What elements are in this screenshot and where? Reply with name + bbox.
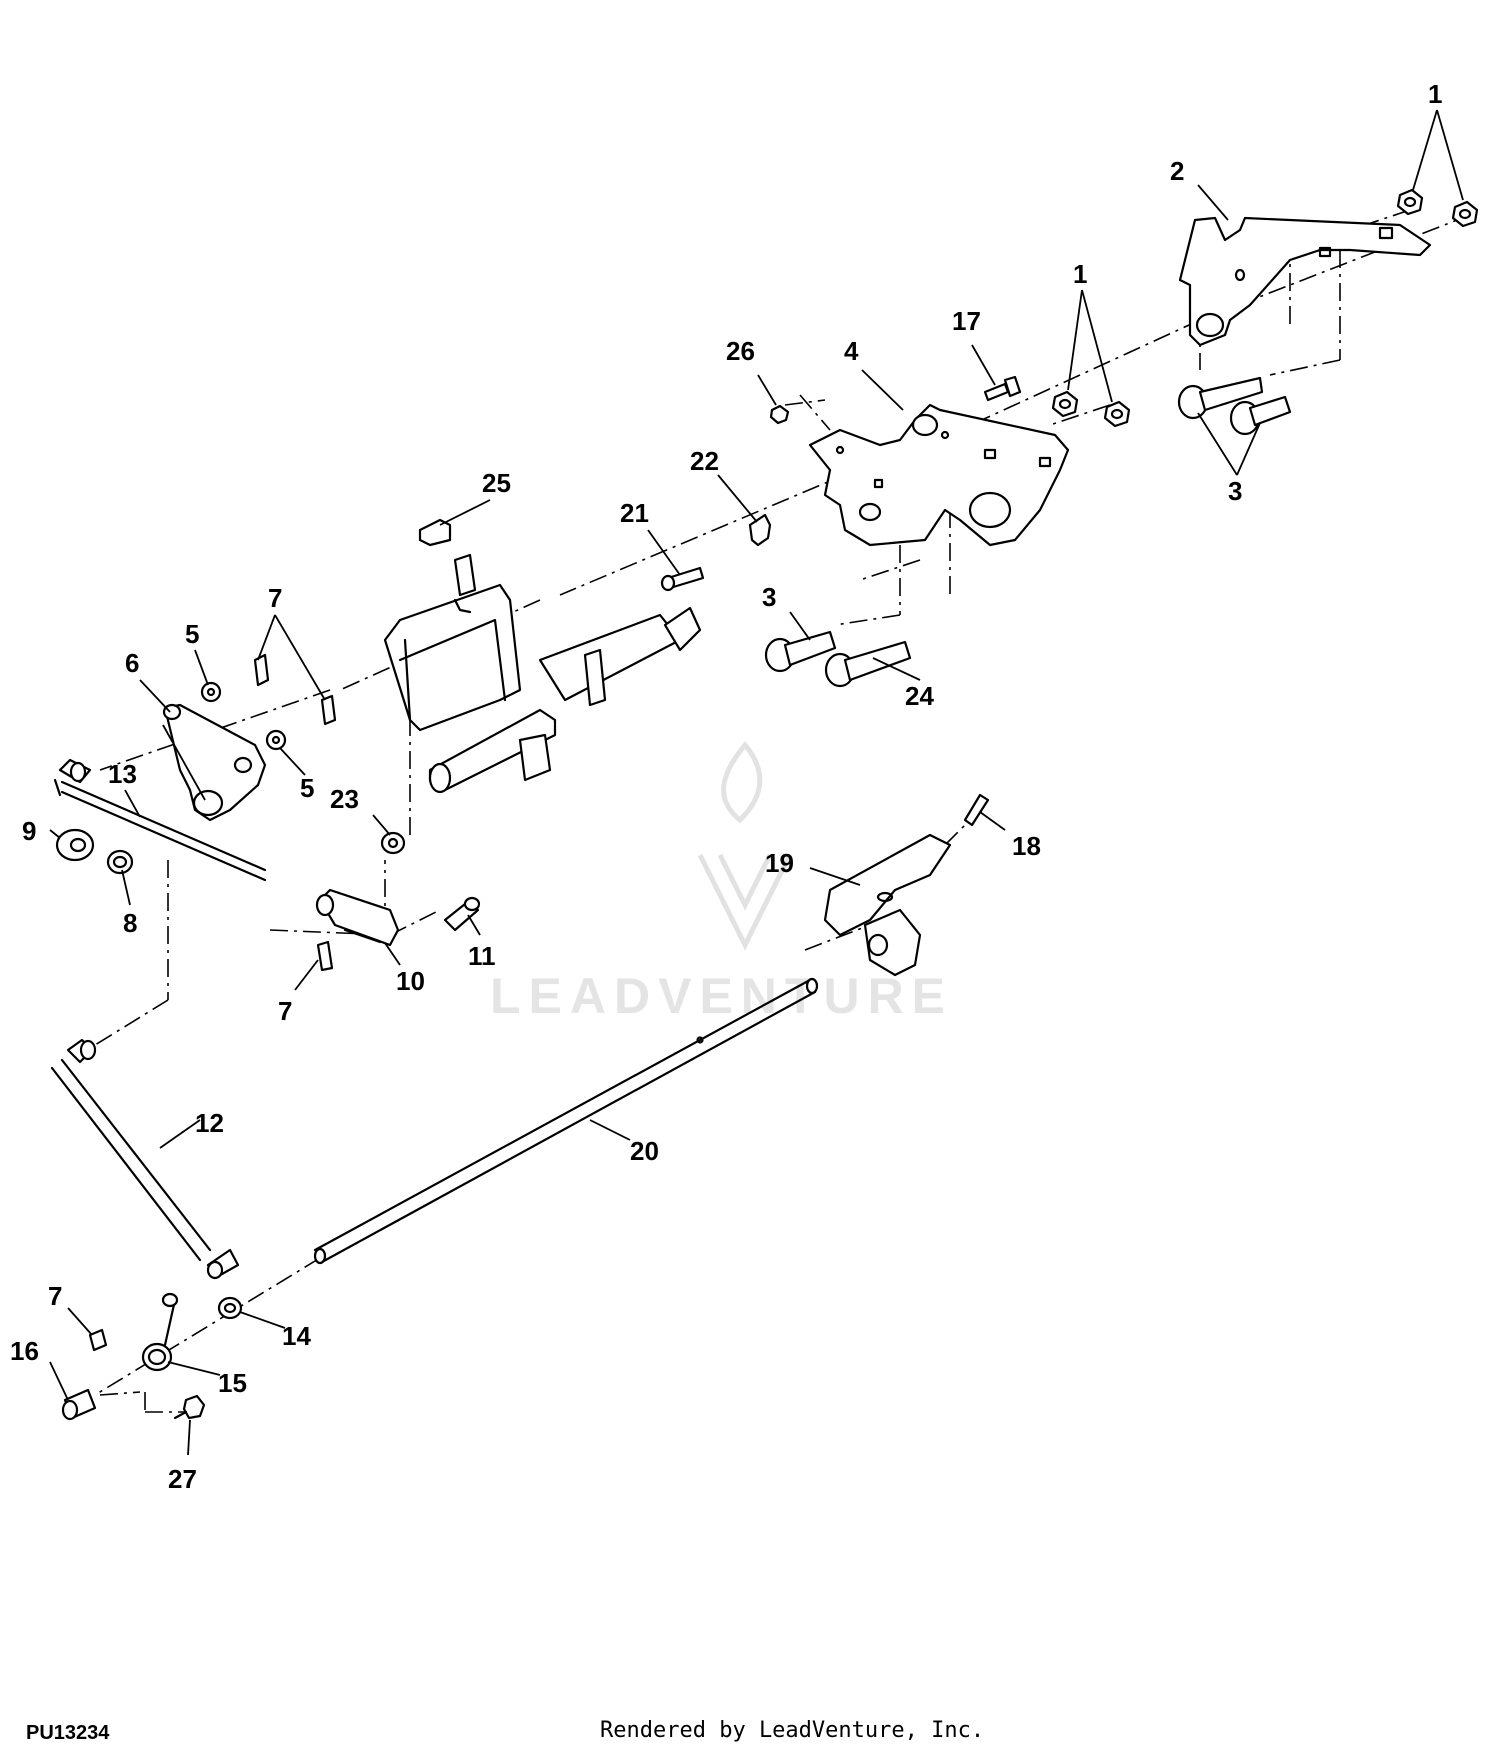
part-20-rod [313, 977, 819, 1265]
callout-1: 1 [1428, 79, 1442, 109]
callout-12: 12 [195, 1108, 224, 1138]
callout-15: 15 [218, 1368, 247, 1398]
leader-lines [49, 109, 1464, 1456]
part-23-washer [380, 831, 406, 855]
callout-1: 1 [1073, 259, 1087, 289]
callout-5: 5 [185, 619, 199, 649]
callout-22: 22 [690, 446, 719, 476]
callout-3: 3 [1228, 476, 1242, 506]
part-12-rod [50, 1038, 240, 1280]
part-22-clip [748, 513, 772, 547]
part-25-rockshaft-assembly [383, 518, 702, 794]
render-credit: Rendered by LeadVenture, Inc. [600, 1718, 985, 1743]
callout-26: 26 [726, 336, 755, 366]
part-13-rod [53, 758, 267, 882]
part-3-carriage-bolts [764, 376, 1292, 688]
part-19-pedal-bracket [823, 833, 952, 977]
part-2-bracket [1178, 216, 1432, 347]
callout-25: 25 [482, 468, 511, 498]
callout-16: 16 [10, 1336, 39, 1366]
callout-18: 18 [1012, 831, 1041, 861]
part-5-washers [200, 681, 287, 751]
part-16-bushing [61, 1388, 97, 1421]
part-7-clips [88, 653, 337, 1352]
callout-27: 27 [168, 1464, 197, 1494]
callout-7: 7 [48, 1281, 62, 1311]
callout-10: 10 [396, 966, 425, 996]
part-4-bracket [808, 403, 1070, 547]
watermark-logo [697, 741, 793, 951]
callout-labels: 1 2 1 17 26 4 3 25 22 21 3 24 7 5 6 5 13… [10, 79, 1442, 1494]
callout-5: 5 [300, 773, 314, 803]
callout-21: 21 [620, 498, 649, 528]
callout-2: 2 [1170, 156, 1184, 186]
callout-4: 4 [844, 336, 859, 366]
watermark-text: LEADVENTURE [490, 968, 953, 1024]
callout-17: 17 [952, 306, 981, 336]
callout-7: 7 [268, 583, 282, 613]
part-21-bolt [660, 566, 705, 592]
part-27-bolt [173, 1394, 206, 1420]
callout-14: 14 [282, 1321, 311, 1351]
assembly-centerlines [94, 209, 1471, 1413]
callout-24: 24 [905, 681, 934, 711]
figure-id: PU13234 [26, 1722, 110, 1744]
callout-9: 9 [22, 816, 36, 846]
callout-13: 13 [108, 759, 137, 789]
part-1-nuts [1051, 188, 1479, 428]
part-17-bolt [983, 375, 1022, 402]
callout-8: 8 [123, 908, 137, 938]
part-18-pin [963, 793, 990, 827]
callout-20: 20 [630, 1136, 659, 1166]
part-9-washer [55, 828, 95, 862]
callout-3: 3 [762, 582, 776, 612]
callout-23: 23 [330, 784, 359, 814]
part-11-pin [443, 896, 481, 932]
part-6-lever-plate [162, 703, 267, 822]
part-14-retainer [217, 1296, 243, 1320]
callout-7: 7 [278, 996, 292, 1026]
callout-11: 11 [468, 941, 496, 971]
part-15-spring [141, 1292, 179, 1372]
part-10-clevis [315, 888, 400, 947]
callout-19: 19 [765, 848, 794, 878]
part-26-nut [769, 404, 790, 425]
part-8-bushing [106, 849, 134, 875]
callout-6: 6 [125, 648, 139, 678]
